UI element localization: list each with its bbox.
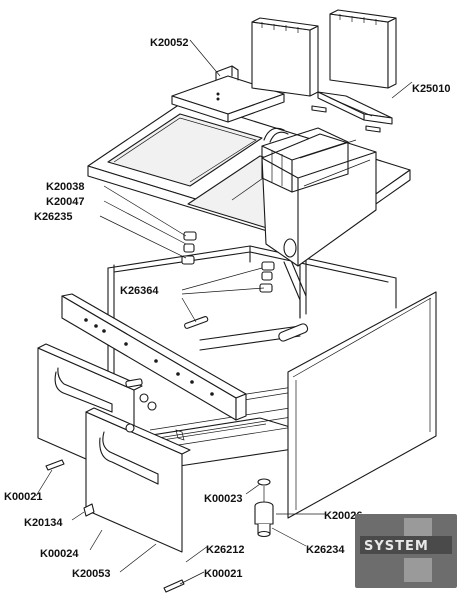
fittings bbox=[125, 378, 185, 441]
frying-basket bbox=[261, 127, 357, 193]
label-k26234: K26234 bbox=[306, 544, 345, 556]
watermark-text: SYSTEM bbox=[364, 539, 429, 554]
control-panel-strip bbox=[61, 293, 247, 421]
leader-lines bbox=[35, 39, 413, 585]
label-k20053: K20053 bbox=[72, 568, 111, 580]
splash-panels bbox=[251, 9, 397, 97]
label-k00024: K00024 bbox=[40, 548, 79, 560]
lower-drawer-door bbox=[85, 407, 191, 553]
label-k26364: K26364 bbox=[120, 285, 159, 297]
label-k20038: K20038 bbox=[46, 181, 85, 193]
label-k26235: K26235 bbox=[34, 211, 73, 223]
foot-plates bbox=[45, 459, 185, 593]
label-k00023: K00023 bbox=[204, 493, 243, 505]
part-labels: K20052 K25010 K20038 K20047 K26235 K2636… bbox=[4, 37, 451, 580]
system-watermark-logo: SYSTEM bbox=[355, 514, 457, 588]
valve-fittings bbox=[181, 231, 275, 329]
label-k20026: K20026 bbox=[324, 510, 363, 522]
label-k26212: K26212 bbox=[206, 544, 245, 556]
rear-support bbox=[278, 257, 309, 342]
adjustable-leg bbox=[254, 478, 274, 538]
rail-pieces bbox=[311, 91, 393, 133]
label-k20052: K20052 bbox=[150, 37, 189, 49]
right-side-panel bbox=[287, 291, 437, 519]
label-k00021-left: K00021 bbox=[4, 491, 43, 503]
label-k25010: K25010 bbox=[412, 83, 451, 95]
label-k20047: K20047 bbox=[46, 196, 85, 208]
label-k20134: K20134 bbox=[24, 517, 63, 529]
label-k00021-bottom: K00021 bbox=[204, 568, 243, 580]
